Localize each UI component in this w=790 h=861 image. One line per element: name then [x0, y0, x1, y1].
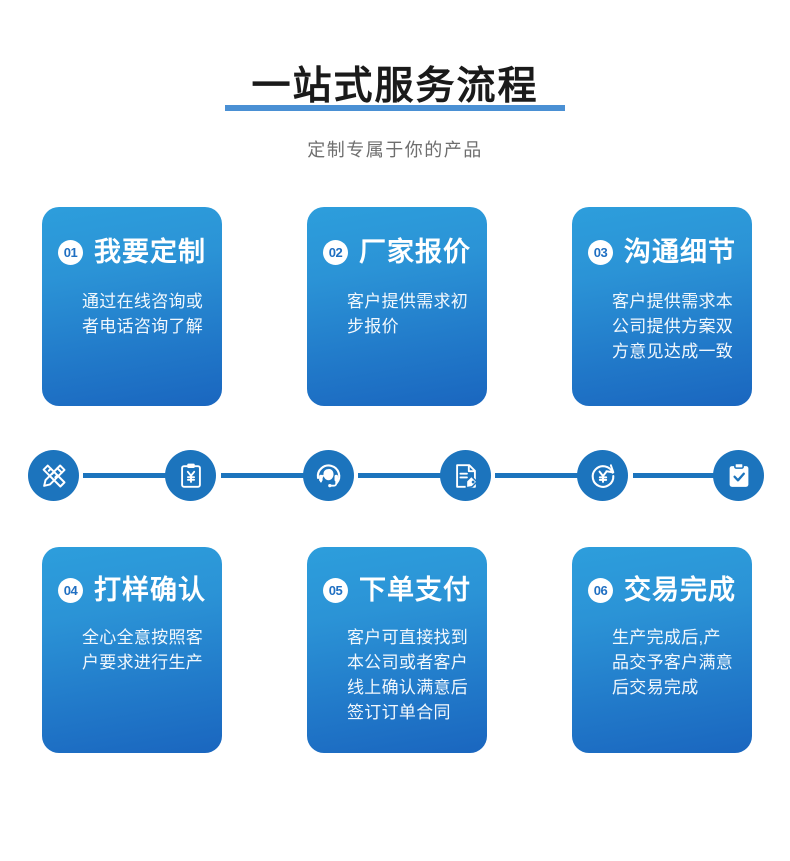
- step-description: 客户提供需求初步报价: [347, 292, 469, 336]
- step-card-02[interactable]: 02 厂家报价 客户提供需求初步报价: [307, 207, 487, 406]
- step-number-badge: 06: [588, 577, 613, 603]
- step-title: 下单支付: [359, 575, 471, 605]
- process-icon-strip: [0, 430, 790, 522]
- step-number-badge: 01: [58, 239, 83, 265]
- step-description: 客户提供需求本公司提供方案双方意见达成一致: [612, 292, 734, 361]
- step-title: 交易完成: [624, 575, 736, 605]
- connector-line-5: [633, 473, 721, 478]
- step-card-header: 02 厂家报价: [323, 237, 471, 267]
- connector-line-4: [495, 473, 583, 478]
- step-card-04[interactable]: 04 打样确认 全心全意按照客户要求进行生产: [42, 547, 222, 753]
- page-title: 一站式服务流程: [251, 65, 539, 108]
- step-card-03[interactable]: 03 沟通细节 客户提供需求本公司提供方案双方意见达成一致: [572, 207, 752, 406]
- step-description: 生产完成后,产品交予客户满意后交易完成: [612, 628, 734, 697]
- step-description: 通过在线咨询或者电话咨询了解: [82, 292, 204, 336]
- step-description: 全心全意按照客户要求进行生产: [82, 628, 204, 672]
- headset-support-icon[interactable]: [303, 450, 354, 501]
- connector-line-3: [358, 473, 446, 478]
- step-number-badge: 02: [323, 239, 348, 265]
- step-card-header: 01 我要定制: [58, 237, 206, 267]
- clipboard-yen-quote-icon[interactable]: [165, 450, 216, 501]
- step-card-header: 04 打样确认: [58, 575, 206, 605]
- step-title: 打样确认: [94, 575, 206, 605]
- step-card-header: 05 下单支付: [323, 575, 471, 605]
- title-container: 一站式服务流程: [0, 64, 790, 111]
- step-card-06[interactable]: 06 交易完成 生产完成后,产品交予客户满意后交易完成: [572, 547, 752, 753]
- yen-payment-circle-icon[interactable]: [577, 450, 628, 501]
- pen-ruler-design-icon[interactable]: [28, 450, 79, 501]
- step-card-header: 06 交易完成: [588, 575, 736, 605]
- step-title: 我要定制: [94, 237, 206, 267]
- step-number-badge: 05: [323, 577, 348, 603]
- step-title: 厂家报价: [359, 237, 471, 267]
- step-title: 沟通细节: [624, 237, 736, 267]
- document-tag-contract-icon[interactable]: [440, 450, 491, 501]
- step-number-badge: 04: [58, 577, 83, 603]
- title-underline-bar: [225, 105, 565, 111]
- connector-line-2: [221, 473, 309, 478]
- step-card-05[interactable]: 05 下单支付 客户可直接找到本公司或者客户线上确认满意后签订订单合同: [307, 547, 487, 753]
- connector-line-1: [83, 473, 171, 478]
- step-description: 客户可直接找到本公司或者客户线上确认满意后签订订单合同: [347, 628, 469, 722]
- step-number-badge: 03: [588, 239, 613, 265]
- page-subtitle: 定制专属于你的产品: [307, 140, 483, 160]
- page-header: 一站式服务流程 定制专属于你的产品: [0, 0, 790, 190]
- step-card-header: 03 沟通细节: [588, 237, 736, 267]
- step-card-01[interactable]: 01 我要定制 通过在线咨询或者电话咨询了解: [42, 207, 222, 406]
- clipboard-check-complete-icon[interactable]: [713, 450, 764, 501]
